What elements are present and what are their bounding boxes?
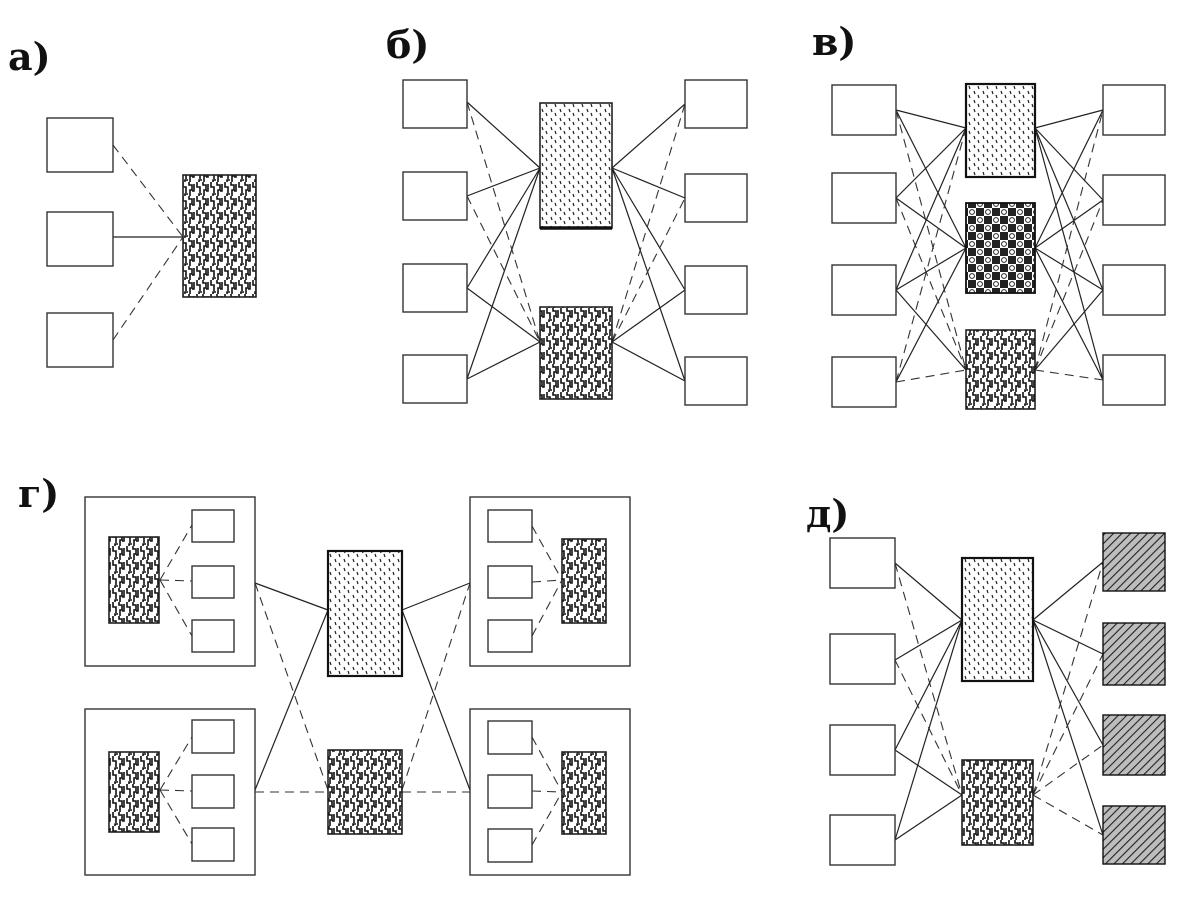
connectors-b bbox=[466, 101, 686, 382]
panel-label-v: в) bbox=[812, 19, 856, 64]
node-box bbox=[831, 356, 897, 408]
panel-label-g: г) bbox=[18, 471, 59, 516]
node-box bbox=[487, 619, 533, 653]
node-box bbox=[831, 172, 897, 224]
hub-block-maze bbox=[539, 306, 613, 400]
node-box bbox=[402, 263, 468, 313]
panel-b: б) bbox=[386, 22, 748, 406]
node-box bbox=[1102, 264, 1166, 316]
hub-block-dotted bbox=[539, 102, 613, 229]
panel-v: в) bbox=[812, 19, 1166, 410]
hub-block-maze bbox=[561, 751, 607, 835]
connectors-a bbox=[112, 144, 184, 341]
node-box bbox=[684, 173, 748, 223]
node-box bbox=[402, 79, 468, 129]
node-box bbox=[46, 117, 114, 173]
panel-a: а) bbox=[8, 34, 257, 368]
panel-label-a: а) bbox=[8, 34, 51, 79]
hub-block-dotted bbox=[960, 556, 1035, 683]
node-box bbox=[191, 719, 235, 754]
node-box bbox=[684, 79, 748, 129]
panel-label-d: д) bbox=[806, 491, 849, 536]
node-box bbox=[191, 619, 235, 653]
panel-d: д) bbox=[806, 491, 1166, 866]
node-box bbox=[46, 312, 114, 368]
node-box bbox=[684, 265, 748, 315]
node-box bbox=[684, 356, 748, 406]
hub-block-maze bbox=[327, 749, 403, 835]
connectors-g bbox=[159, 524, 563, 846]
node-box bbox=[487, 565, 533, 599]
node-box bbox=[1102, 354, 1166, 406]
node-box bbox=[829, 633, 896, 685]
panel-label-b: б) bbox=[386, 22, 429, 67]
node-box bbox=[1102, 174, 1166, 226]
node-box bbox=[487, 828, 533, 863]
hub-block-maze bbox=[108, 536, 160, 624]
node-box bbox=[191, 827, 235, 862]
hatched-block bbox=[1102, 622, 1166, 686]
node-box bbox=[1102, 84, 1166, 136]
node-box bbox=[487, 720, 533, 755]
node-box bbox=[829, 724, 896, 776]
node-box bbox=[829, 814, 896, 866]
hub-block-dotted bbox=[326, 549, 404, 678]
node-box bbox=[831, 264, 897, 316]
hub-block-maze bbox=[108, 751, 160, 833]
node-box bbox=[402, 354, 468, 404]
hub-block-maze bbox=[182, 174, 257, 298]
panel-g: г) bbox=[18, 471, 631, 876]
node-box bbox=[191, 509, 235, 543]
hub-block-maze bbox=[561, 538, 607, 624]
connectors-d bbox=[894, 561, 1104, 841]
hub-block-dotted bbox=[964, 82, 1037, 179]
connectors-v bbox=[895, 109, 1104, 383]
hub-block-checkered bbox=[965, 202, 1036, 294]
hatched-block bbox=[1102, 805, 1166, 865]
node-box bbox=[402, 171, 468, 221]
hatched-block bbox=[1102, 532, 1166, 592]
node-box bbox=[831, 84, 897, 136]
node-box bbox=[46, 211, 114, 267]
hub-block-maze bbox=[961, 759, 1034, 846]
node-box bbox=[829, 537, 896, 589]
node-box bbox=[191, 565, 235, 599]
node-box bbox=[487, 509, 533, 543]
hatched-block bbox=[1102, 714, 1166, 776]
node-box bbox=[487, 774, 533, 809]
hub-block-maze bbox=[965, 329, 1036, 410]
node-box bbox=[191, 774, 235, 809]
